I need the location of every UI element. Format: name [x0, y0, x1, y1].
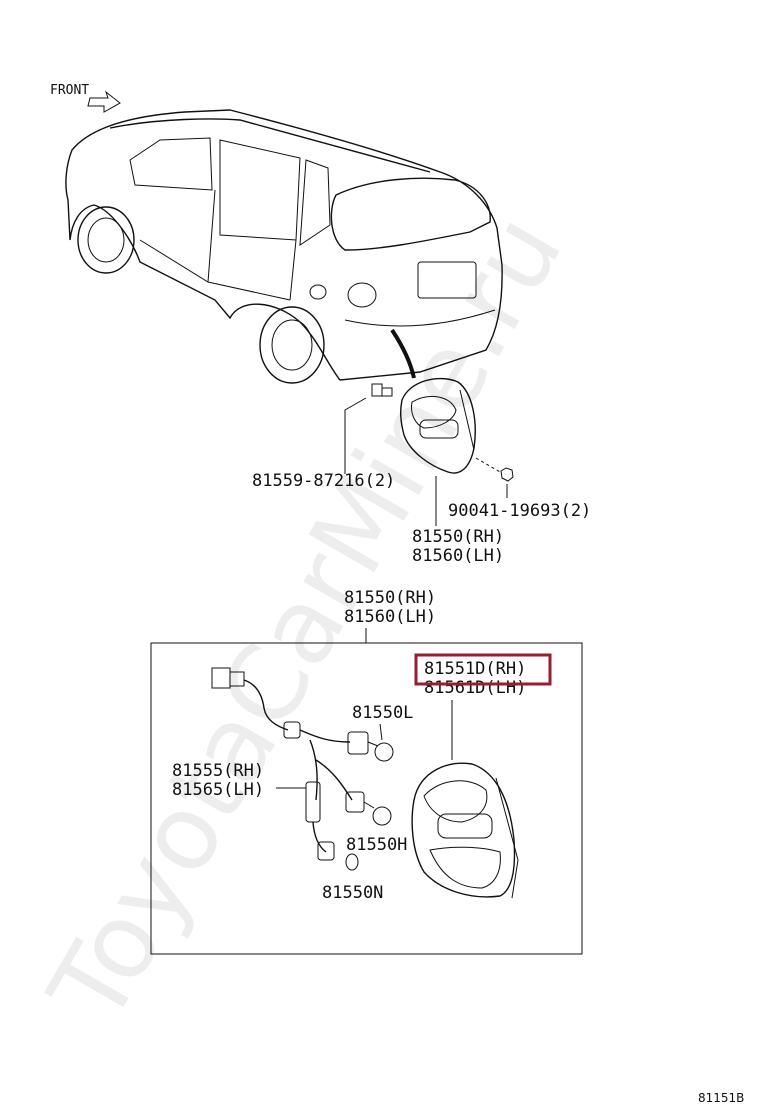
- box-part-number-lh: 81560(LH): [344, 607, 436, 627]
- front-indicator: FRONT: [50, 83, 121, 113]
- clip-part-number: 81559-87216(2): [252, 471, 395, 491]
- wire-harness-icon: [211, 667, 353, 853]
- bulb-n-part-number: 81550N: [322, 883, 383, 903]
- front-arrow-icon: [87, 90, 121, 113]
- lamp-part-number-lh: 81560(LH): [412, 546, 504, 566]
- lens-part-number-lh: 81561D(LH): [424, 678, 526, 698]
- bulb-socket-l-icon: [347, 731, 394, 762]
- bulb-socket-n-icon: [317, 841, 359, 871]
- nut-part-icon: [475, 457, 514, 498]
- watermark: ToyotaCarMine.ru: [25, 195, 585, 1044]
- diagram-reference: 81151Β: [698, 1091, 744, 1105]
- socket-part-number-rh: 81555(RH): [172, 761, 264, 781]
- lamp-lens-icon: [411, 762, 519, 899]
- leader-line: [379, 723, 383, 741]
- lens-part-number-rh[interactable]: 81551D(RH): [424, 659, 526, 679]
- detail-frame: [150, 642, 583, 955]
- lamp-part-number-rh: 81550(RH): [412, 527, 504, 547]
- car-illustration-icon: [65, 109, 503, 384]
- socket-part-number-lh: 81565(LH): [172, 780, 264, 800]
- bulb-socket-h-icon: [345, 791, 392, 826]
- bulb-l-part-number: 81550L: [352, 703, 413, 723]
- bulb-h-part-number: 81550H: [346, 835, 407, 855]
- box-part-number-rh: 81550(RH): [344, 588, 436, 608]
- front-label: FRONT: [50, 83, 89, 98]
- highlight-box: [414, 653, 552, 686]
- nut-part-number: 90041-19693(2): [448, 501, 591, 521]
- clip-part-icon: [344, 383, 393, 474]
- rear-lamp-assembly-upper-icon: [399, 377, 476, 474]
